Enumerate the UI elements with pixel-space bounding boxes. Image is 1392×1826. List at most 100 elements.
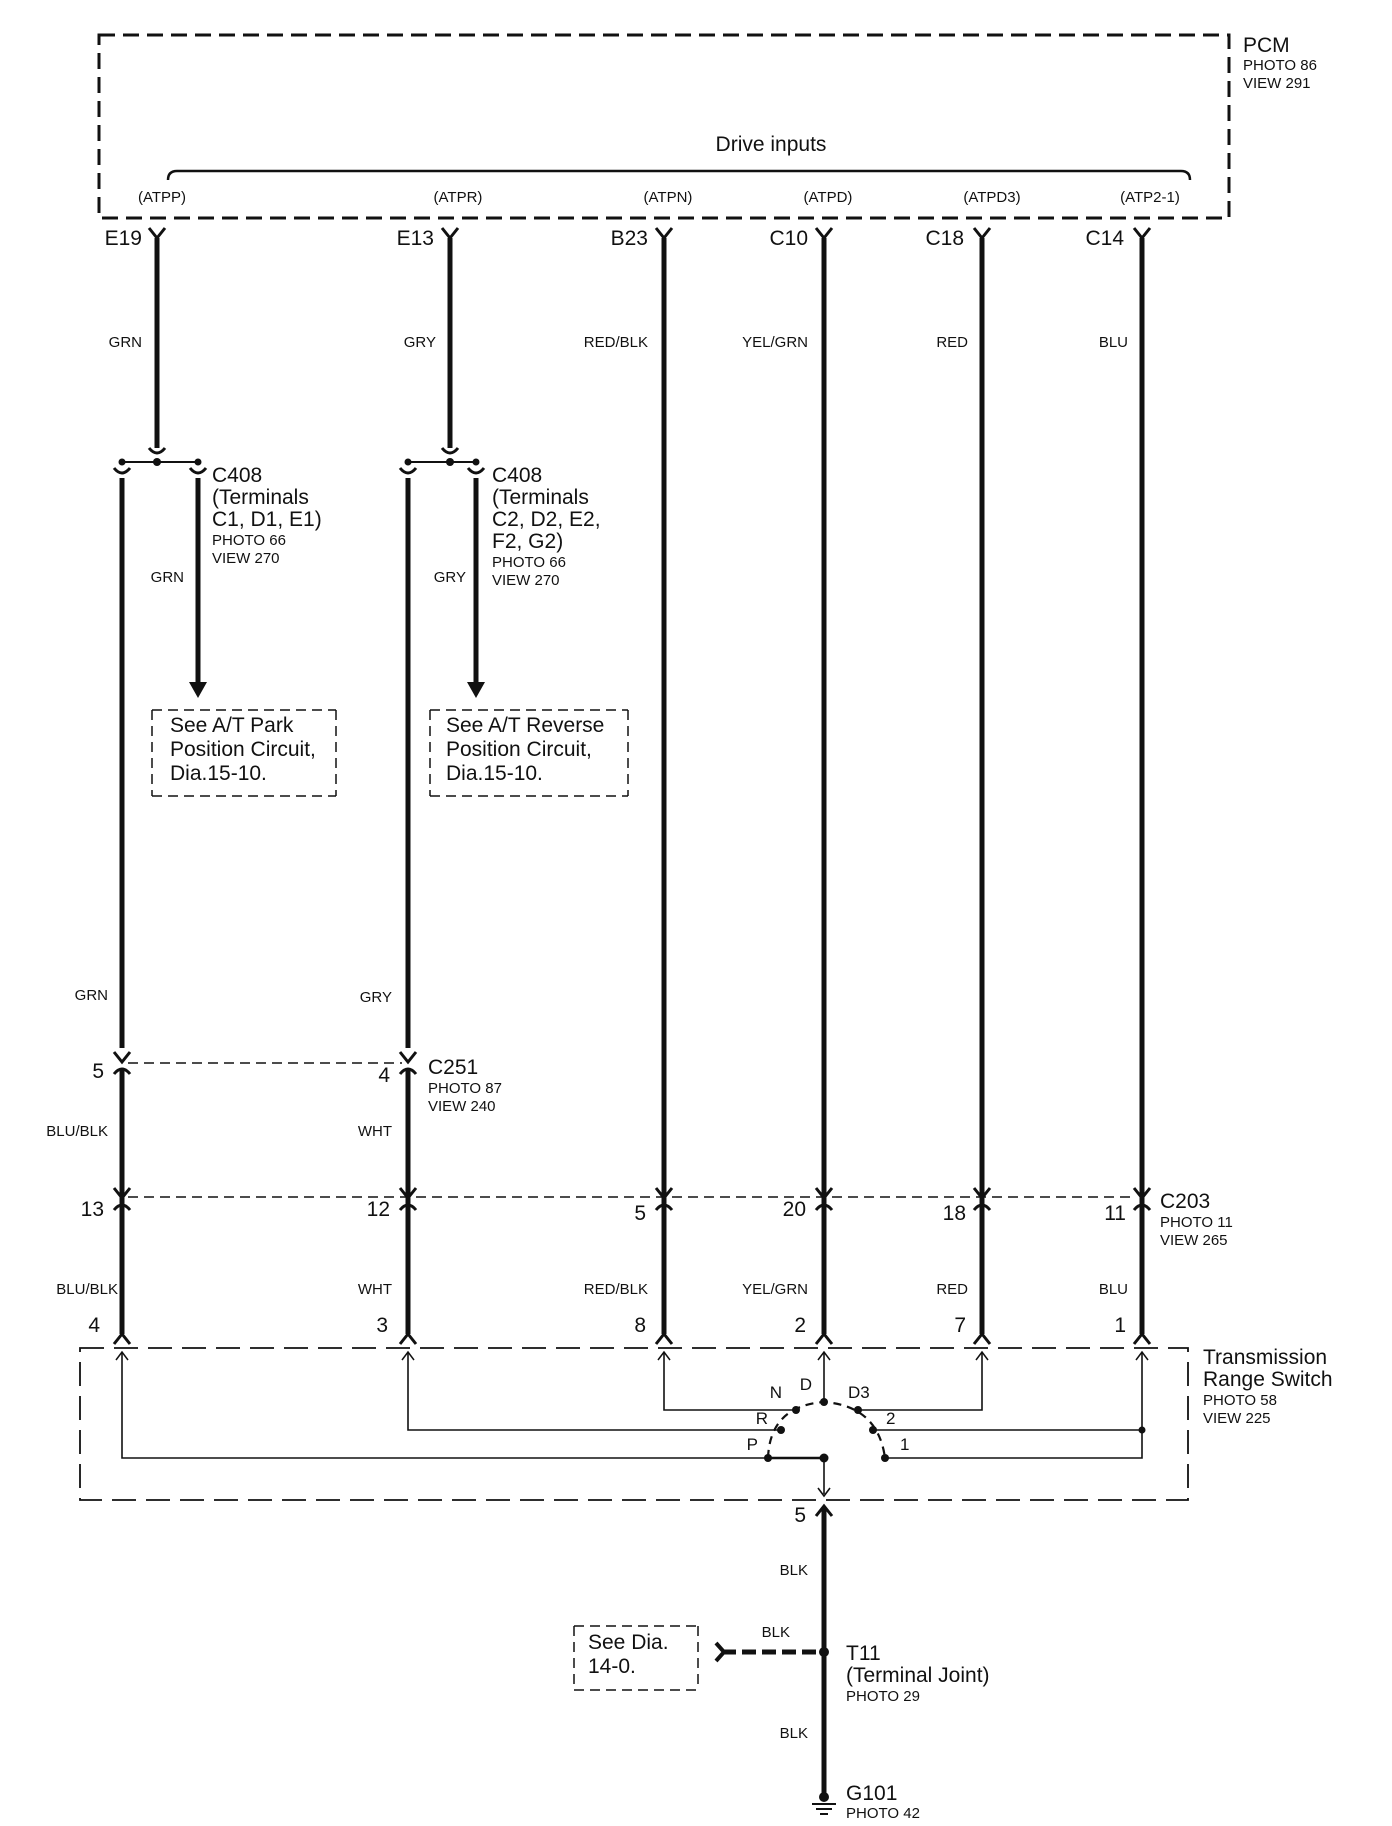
c408-b-name: C408 <box>492 464 542 487</box>
trs-pos-d3: D3 <box>848 1383 870 1402</box>
c251-view: VIEW 240 <box>428 1098 496 1115</box>
see-park-box: See A/T Park Position Circuit, Dia.15-10… <box>151 709 337 797</box>
trs-pos-n: N <box>770 1383 782 1402</box>
pin-c18: C18 <box>925 227 964 250</box>
trs-pin-2: 2 <box>794 1314 806 1337</box>
pcm-view: VIEW 291 <box>1243 75 1311 92</box>
trs-view: VIEW 225 <box>1203 1410 1271 1427</box>
trs-terminals-top <box>112 1331 1152 1345</box>
trs-pin-1: 1 <box>1114 1314 1126 1337</box>
c251-photo: PHOTO 87 <box>428 1080 502 1097</box>
grn-branch-arrow <box>189 682 207 698</box>
pin-e19: E19 <box>105 227 142 250</box>
color-blk-branch: BLK <box>762 1624 790 1641</box>
color-grn-mid: GRN <box>75 987 108 1004</box>
trs-switch-contacts <box>764 1398 889 1463</box>
trs-name-2: Range Switch <box>1203 1368 1333 1391</box>
ground-icon <box>812 1792 836 1815</box>
c203-name: C203 <box>1160 1190 1210 1213</box>
trs-internal-wiring <box>121 1352 1143 1498</box>
pcm-box <box>97 33 1231 220</box>
trs-name-1: Transmission <box>1203 1346 1327 1369</box>
trs-pin-7: 7 <box>954 1314 966 1337</box>
trs-pin-3: 3 <box>376 1314 388 1337</box>
c408-b-terminals-1: (Terminals <box>492 486 589 509</box>
drive-inputs-label: Drive inputs <box>716 133 827 156</box>
c408-a-terminals-1: (Terminals <box>212 486 309 509</box>
see-park-line1: See A/T Park <box>170 714 294 737</box>
c408-a-photo: PHOTO 66 <box>212 532 286 549</box>
color-blublk-low: BLU/BLK <box>56 1281 118 1298</box>
trs-pin-8: 8 <box>634 1314 646 1337</box>
c408-b-terminals-3: F2, G2) <box>492 530 563 553</box>
see-dia-line1: See Dia. <box>588 1631 669 1654</box>
c408-b-terminals-2: C2, D2, E2, <box>492 508 601 531</box>
c408-a-name: C408 <box>212 464 262 487</box>
see-reverse-box: See A/T Reverse Position Circuit, Dia.15… <box>429 709 629 797</box>
color-wht-mid: WHT <box>358 1123 392 1140</box>
c203-pin-13: 13 <box>81 1198 104 1221</box>
pin-c14: C14 <box>1085 227 1124 250</box>
color-blu-top: BLU <box>1099 334 1128 351</box>
c203-pin-12: 12 <box>367 1198 390 1221</box>
color-red-low: RED <box>936 1281 968 1298</box>
trs-photo: PHOTO 58 <box>1203 1392 1277 1409</box>
signal-atp2-1: (ATP2-1) <box>1120 189 1180 206</box>
g101-name: G101 <box>846 1782 897 1805</box>
trs-internal-arrows <box>115 1350 1149 1361</box>
c203-pin-20: 20 <box>783 1198 806 1221</box>
c251-terminals <box>112 1051 418 1075</box>
c203-photo: PHOTO 11 <box>1160 1214 1233 1231</box>
c203-terminals <box>112 1187 1152 1211</box>
trs-pos-1: 1 <box>900 1435 909 1454</box>
c203-pin-5: 5 <box>634 1202 646 1225</box>
see-reverse-line2: Position Circuit, <box>446 738 592 761</box>
c203-pin-18: 18 <box>943 1202 966 1225</box>
color-blu-low: BLU <box>1099 1281 1128 1298</box>
t11-desc: (Terminal Joint) <box>846 1664 990 1687</box>
c408-b-splice <box>398 447 486 475</box>
t11-name: T11 <box>846 1642 881 1665</box>
trs-pin-4: 4 <box>88 1314 100 1337</box>
color-gry-top: GRY <box>404 334 436 351</box>
trs-pos-r: R <box>756 1409 768 1428</box>
signal-atpd: (ATPD) <box>804 189 853 206</box>
c251-pin-4: 4 <box>378 1064 390 1087</box>
color-yelgrn-top: YEL/GRN <box>742 334 808 351</box>
trs-ground-pin: 5 <box>794 1504 806 1527</box>
color-red-top: RED <box>936 334 968 351</box>
drive-inputs-bracket <box>166 169 1192 181</box>
color-blk-2: BLK <box>780 1725 808 1742</box>
color-gry-branch: GRY <box>434 569 466 586</box>
color-blk-1: BLK <box>780 1562 808 1579</box>
color-gry-mid: GRY <box>360 989 392 1006</box>
t11-photo: PHOTO 29 <box>846 1688 920 1705</box>
c203-pin-11: 11 <box>1104 1202 1126 1225</box>
c203-view: VIEW 265 <box>1160 1232 1228 1249</box>
pcm-name: PCM <box>1243 34 1290 57</box>
trs-pos-2: 2 <box>886 1409 895 1428</box>
pin-e13: E13 <box>397 227 434 250</box>
see-reverse-line3: Dia.15-10. <box>446 762 543 785</box>
c408-a-terminals-2: C1, D1, E1) <box>212 508 322 531</box>
see-park-line2: Position Circuit, <box>170 738 316 761</box>
pcm-terminals <box>147 227 1152 241</box>
pin-c10: C10 <box>769 227 808 250</box>
color-grn-top: GRN <box>109 334 142 351</box>
signal-atpd3: (ATPD3) <box>963 189 1020 206</box>
see-dia-box: See Dia. 14-0. <box>573 1625 699 1691</box>
see-reverse-line1: See A/T Reverse <box>446 714 604 737</box>
color-yelgrn-low: YEL/GRN <box>742 1281 808 1298</box>
blk-branch-end <box>714 1641 727 1663</box>
trs-box <box>79 1347 1189 1501</box>
c251-name: C251 <box>428 1056 478 1079</box>
trs-pos-d: D <box>800 1375 812 1394</box>
trs-pos-p: P <box>747 1435 758 1454</box>
c251-pin-5: 5 <box>92 1060 104 1083</box>
see-dia-line2: 14-0. <box>588 1655 636 1678</box>
g101-photo: PHOTO 42 <box>846 1805 920 1822</box>
color-grn-branch: GRN <box>151 569 184 586</box>
color-redblk-top: RED/BLK <box>584 334 648 351</box>
color-blublk-mid: BLU/BLK <box>46 1123 108 1140</box>
